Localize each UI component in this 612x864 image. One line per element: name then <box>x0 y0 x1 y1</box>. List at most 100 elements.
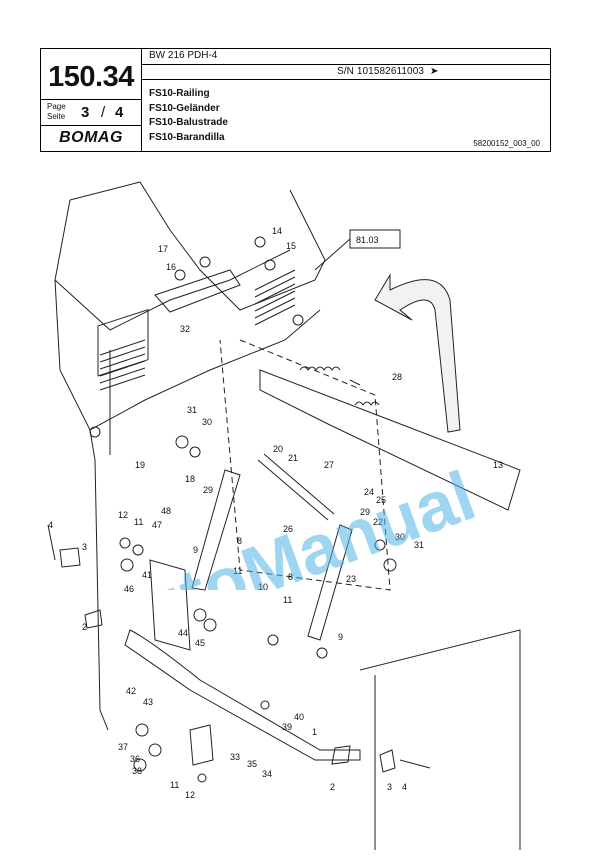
callout: 24 <box>364 487 374 497</box>
page-label-de: Seite <box>47 112 66 121</box>
spring <box>299 366 361 386</box>
callout: 12 <box>185 790 195 800</box>
callout: 4 <box>48 520 53 530</box>
group-number: 150.34 <box>48 61 134 93</box>
clamp-3 <box>379 749 396 773</box>
page-separator: / <box>101 104 106 121</box>
bolt <box>199 256 211 268</box>
model-name: BW 216 PDH-4 <box>149 50 218 61</box>
frame-post <box>89 429 109 731</box>
washer <box>175 435 189 449</box>
link-arm <box>191 469 241 591</box>
washer <box>119 537 131 549</box>
callout: 27 <box>324 460 334 470</box>
callout: 16 <box>166 262 176 272</box>
callout: 43 <box>143 697 153 707</box>
callout: 36 <box>130 754 140 764</box>
nut <box>132 544 144 556</box>
callout: 46 <box>124 584 134 594</box>
clamp-2 <box>84 609 103 629</box>
bolt-4 <box>47 524 56 561</box>
part-titles: FS10-Railing FS10-Geländer FS10-Balustra… <box>149 87 228 145</box>
callout: 31 <box>414 540 424 550</box>
callout: 3 <box>387 782 392 792</box>
header-table: BW 216 PDH-4 S/N 101582611003 ➤ 150.34 Pa… <box>40 48 551 152</box>
callout: 13 <box>493 460 503 470</box>
callout: 33 <box>230 752 240 762</box>
callout: 45 <box>195 638 205 648</box>
header-divider <box>141 64 550 65</box>
exploded-parts-drawing: 17 14 16 15 32 28 31 30 20 21 19 18 29 2… <box>30 170 590 850</box>
spring <box>354 401 380 406</box>
callout: 42 <box>126 686 136 696</box>
washer <box>133 758 147 772</box>
callout: 8 <box>237 536 242 546</box>
hinge-plate <box>154 269 241 313</box>
callout: 2 <box>330 782 335 792</box>
callout: 23 <box>346 574 356 584</box>
callout: 12 <box>118 510 128 520</box>
clamp-3 <box>59 547 81 568</box>
railing-lower-bar <box>124 629 361 761</box>
washer <box>197 773 207 783</box>
page-total: 4 <box>115 104 124 121</box>
washer <box>193 608 207 622</box>
callout: 4 <box>402 782 407 792</box>
bolt <box>264 259 276 271</box>
construction-line <box>219 339 391 591</box>
bushing <box>120 558 134 572</box>
page-label-en: Page <box>47 102 66 111</box>
frame-outline <box>54 199 321 431</box>
header-divider <box>141 79 550 80</box>
bolt <box>174 269 186 281</box>
serial-text: S/N 101582611003 <box>337 66 425 77</box>
serial-arrow-icon: ➤ <box>430 66 439 77</box>
callout: 17 <box>158 244 168 254</box>
callout: 20 <box>273 444 283 454</box>
callout: 29 <box>203 485 213 495</box>
clamp-2 <box>331 745 351 765</box>
railing-upper-bar <box>259 369 521 511</box>
callout: 48 <box>161 506 171 516</box>
callout: 8 <box>288 572 293 582</box>
bolt <box>254 236 266 248</box>
callout: 1 <box>312 727 317 737</box>
callout: 38 <box>132 766 142 776</box>
washer <box>316 647 328 659</box>
frame-outline <box>69 181 326 311</box>
rod <box>257 453 335 521</box>
callout: 40 <box>294 712 304 722</box>
callout: 15 <box>286 241 296 251</box>
callout: 25 <box>376 495 386 505</box>
callout: 2 <box>82 622 87 632</box>
callout: 3 <box>82 542 87 552</box>
callout: 28 <box>392 372 402 382</box>
page-current: 3 <box>81 104 90 121</box>
serial-number: S/N 101582611003 ➤ <box>337 66 439 77</box>
brand-logo: BOMAG <box>59 129 123 146</box>
callout: 35 <box>247 759 257 769</box>
vent-grille-right <box>254 269 296 326</box>
washer <box>267 634 279 646</box>
callout: 11 <box>134 517 143 527</box>
callout: 30 <box>202 417 212 427</box>
title-de: FS10-Geländer <box>149 102 220 114</box>
bolt <box>89 426 101 438</box>
document-id: 58200152_003_00 <box>473 139 540 148</box>
header-divider <box>41 125 141 126</box>
callout: 47 <box>152 520 162 530</box>
rotation-arrow-icon <box>374 273 461 433</box>
washer <box>148 743 162 757</box>
reference-number: 81.03 <box>356 235 379 245</box>
support-bracket <box>149 559 191 651</box>
callout: 41 <box>142 570 152 580</box>
callout: 21 <box>288 453 298 463</box>
callout: 26 <box>283 524 293 534</box>
link-arm <box>307 524 353 641</box>
title-en: FS10-Railing <box>149 88 210 99</box>
callout: 30 <box>395 532 405 542</box>
callout: 34 <box>262 769 272 779</box>
callout: 14 <box>272 226 282 236</box>
callout: 9 <box>193 545 198 555</box>
washer <box>383 558 397 572</box>
